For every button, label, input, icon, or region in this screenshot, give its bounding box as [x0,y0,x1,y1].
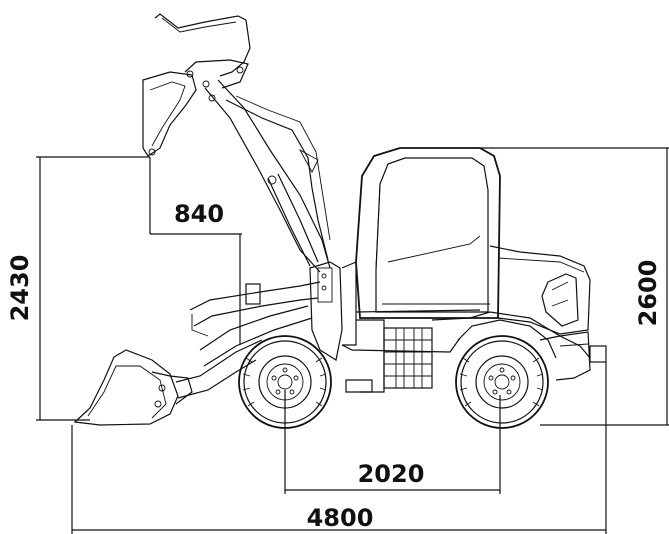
lowered-bucket [73,281,321,426]
front-wheel [238,335,332,429]
chassis [309,261,591,393]
raised-boom-arm [204,79,331,273]
rear-wheel [455,319,557,429]
rear-body [539,331,607,381]
overall-length-label: 4800 [307,504,374,532]
cab-height-label: 2600 [634,260,662,327]
dimension-lines [36,147,669,534]
cab [355,147,591,335]
reach-label: 840 [174,200,224,228]
bucket-height-label: 2430 [6,255,34,322]
raised-bucket [142,13,251,157]
wheelbase-label: 2020 [358,460,425,488]
